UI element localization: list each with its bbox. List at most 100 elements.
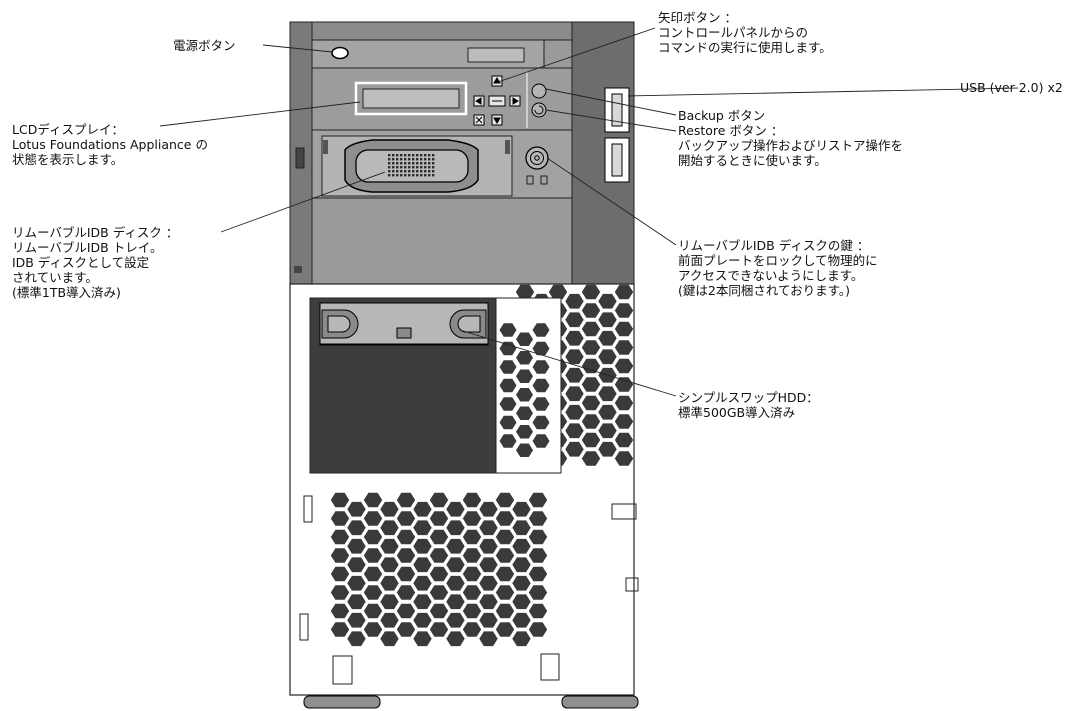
vent-hole (363, 603, 383, 619)
grille-hole (428, 162, 431, 165)
vent-hole (598, 423, 617, 439)
vent-hole (479, 520, 498, 536)
disk-lock-key[interactable] (525, 146, 549, 185)
vent-hole (532, 434, 550, 448)
lower-vent-holes (330, 492, 548, 647)
grille-hole (432, 154, 435, 157)
vent-hole (565, 367, 584, 383)
vent-hole (528, 548, 548, 563)
vent-hole (516, 332, 533, 346)
lcd-label: LCDディスプレイ： Lotus Foundations Appliance の… (12, 122, 208, 167)
vent-hole (512, 538, 531, 554)
vent-hole (347, 594, 366, 610)
grille-hole (388, 174, 391, 177)
vent-hole (429, 511, 449, 526)
vent-hole (446, 575, 465, 591)
grille-hole (404, 154, 407, 157)
vent-hole (330, 566, 350, 582)
grille-hole (416, 174, 419, 177)
vent-hole (532, 360, 550, 374)
grille-hole (432, 166, 435, 169)
blank-bay (311, 197, 573, 285)
vent-hole (380, 575, 399, 591)
grille-hole (416, 162, 419, 165)
vent-hole (413, 631, 432, 647)
vent-hole (396, 529, 416, 545)
grille-hole (432, 158, 435, 161)
vent-hole (581, 432, 601, 448)
vent-hole (396, 511, 416, 526)
vent-hole (462, 511, 482, 526)
vent-hole (499, 415, 517, 430)
grille-hole (412, 154, 415, 157)
grille-hole (408, 166, 411, 169)
backup-button[interactable] (531, 83, 547, 99)
grille-hole (388, 154, 391, 157)
grille-hole (388, 166, 391, 169)
vent-hole (363, 585, 383, 600)
vent-hole (532, 341, 550, 356)
vent-hole (363, 529, 383, 545)
vent-hole (330, 548, 350, 563)
vent-hole (495, 548, 515, 563)
vent-hole (363, 511, 383, 526)
vent-hole (479, 501, 498, 517)
vent-hole (347, 575, 366, 591)
vent-hole (499, 397, 517, 411)
vent-hole (614, 303, 634, 318)
grille-hole (396, 158, 399, 161)
vent-hole (581, 340, 601, 355)
vent-hole (380, 538, 399, 554)
grille-hole (404, 166, 407, 169)
power-button[interactable] (331, 46, 349, 60)
vent-hole (413, 612, 432, 628)
grille-hole (428, 158, 431, 161)
vent-hole (512, 520, 531, 536)
vent-hole (446, 520, 465, 536)
vent-hole (413, 594, 432, 610)
grille-hole (408, 174, 411, 177)
vent-hole (462, 548, 482, 563)
grille-hole (424, 170, 427, 173)
grille-hole (408, 158, 411, 161)
grille-hole (396, 162, 399, 165)
vent-hole (598, 293, 617, 309)
grille-hole (420, 154, 423, 157)
vent-hole (565, 293, 584, 309)
vent-hole (528, 529, 548, 545)
grille-hole (412, 158, 415, 161)
removable-idb-bay (311, 129, 573, 199)
vent-hole (581, 284, 601, 300)
vent-hole (512, 557, 531, 573)
vent-hole (516, 443, 533, 457)
vent-hole (499, 360, 517, 374)
grille-hole (408, 162, 411, 165)
grille-hole (416, 154, 419, 157)
arrow-buttons-label: 矢印ボタン ： コントロールパネルからの コマンドの実行に使用します。 (658, 10, 832, 55)
vent-hole (614, 340, 634, 355)
grille-hole (396, 154, 399, 157)
vent-hole (565, 441, 584, 457)
vent-hole (614, 414, 634, 429)
grille-hole (432, 162, 435, 165)
vent-hole (429, 585, 449, 600)
vent-hole (363, 492, 383, 508)
grille-hole (404, 162, 407, 165)
grille-hole (388, 158, 391, 161)
grille-hole (424, 154, 427, 157)
vent-hole (347, 520, 366, 536)
vent-hole (515, 284, 535, 300)
vent-hole (429, 622, 449, 637)
usb-ports[interactable] (604, 87, 630, 183)
vent-hole (330, 622, 350, 637)
vent-hole (429, 603, 449, 619)
vent-hole (479, 575, 498, 591)
vent-hole (614, 432, 634, 448)
grille-hole (392, 174, 395, 177)
vent-hole (396, 585, 416, 600)
restore-button[interactable] (531, 102, 547, 118)
vent-hole (330, 529, 350, 545)
vent-hole (330, 603, 350, 619)
grille-hole (412, 174, 415, 177)
